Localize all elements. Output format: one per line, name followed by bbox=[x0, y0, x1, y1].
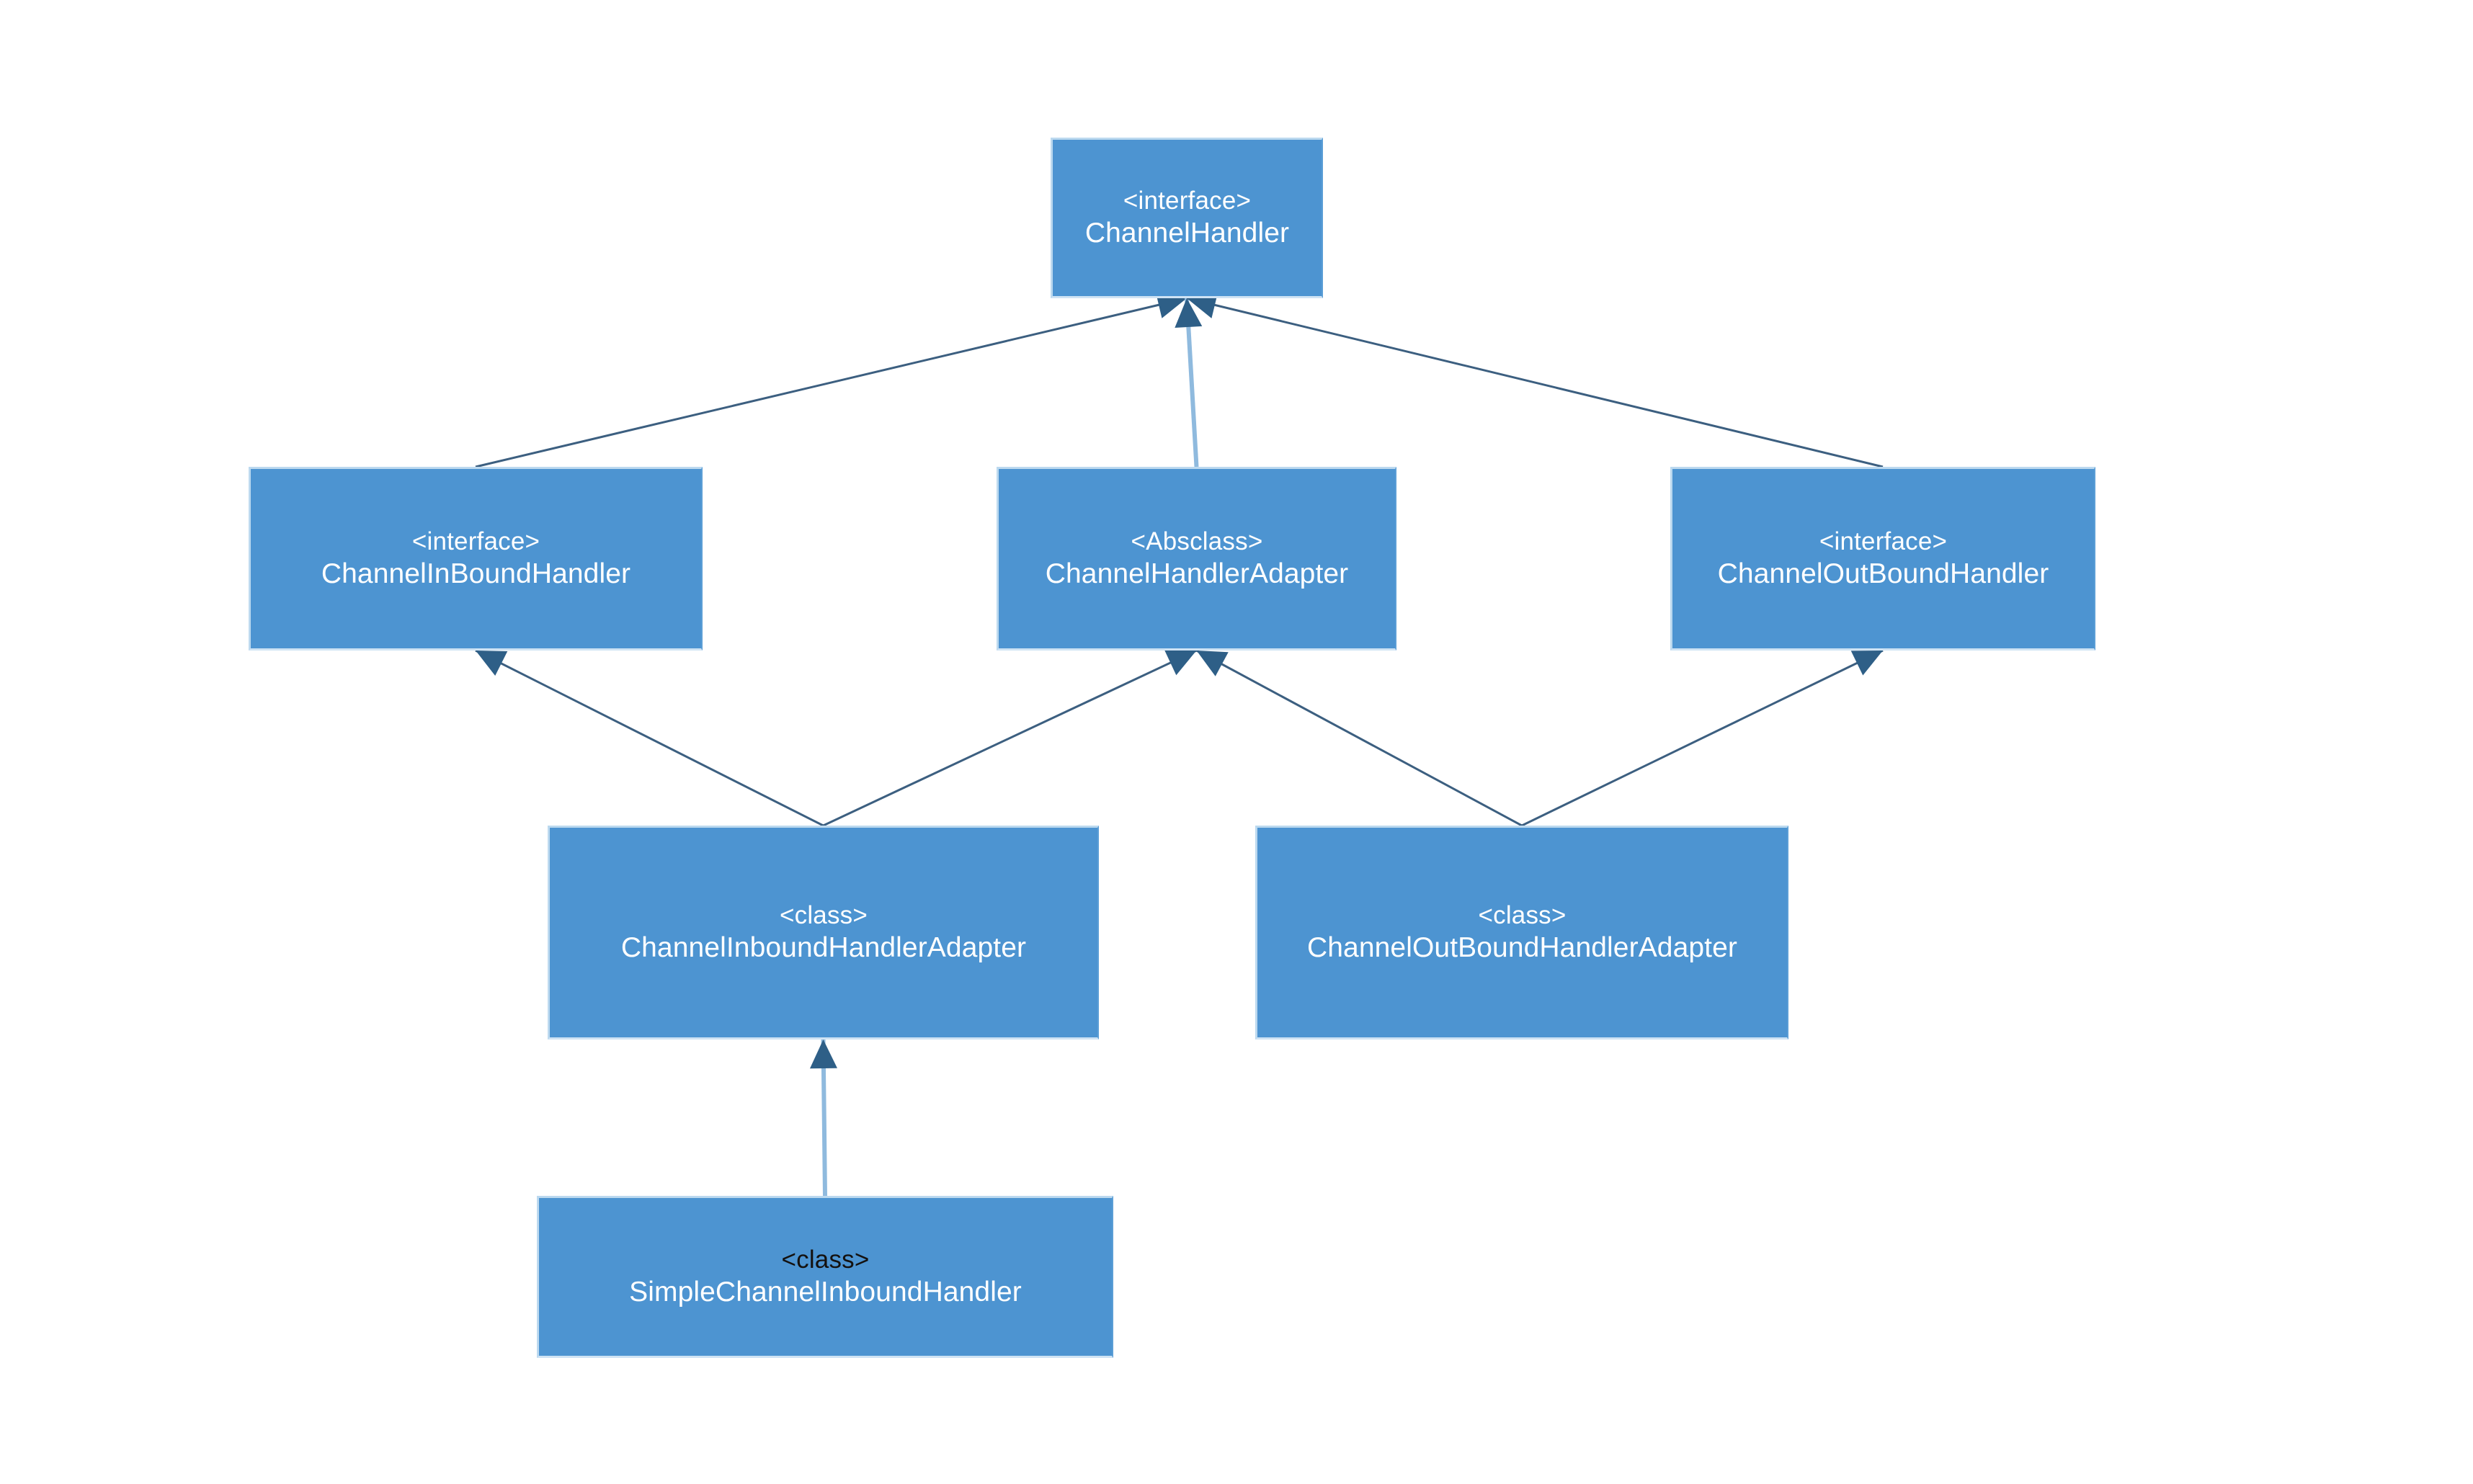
arrowhead-icon bbox=[809, 1040, 837, 1069]
node-name: SimpleChannelInboundHandler bbox=[629, 1277, 1022, 1308]
inheritance-edge-simple-to-inadapter bbox=[809, 1039, 837, 1197]
arrowhead-icon bbox=[1164, 650, 1197, 676]
arrowhead-icon bbox=[1175, 298, 1203, 328]
uml-node-channel-inbound-handler-adapter[interactable]: <class> ChannelInboundHandlerAdapter bbox=[548, 826, 1099, 1040]
uml-node-channel-outbound-handler-adapter[interactable]: <class> ChannelOutBoundHandlerAdapter bbox=[1255, 826, 1788, 1040]
inheritance-edge-inadapter-to-adapter bbox=[822, 649, 1198, 827]
inheritance-edge-adapter-to-handler bbox=[1175, 298, 1203, 468]
arrowhead-icon bbox=[1196, 651, 1229, 676]
node-stereotype: <class> bbox=[781, 1245, 870, 1274]
node-stereotype: <interface> bbox=[1819, 527, 1948, 555]
uml-node-channel-outbound-handler[interactable]: <interface> ChannelOutBoundHandler bbox=[1670, 467, 2095, 651]
uml-node-channel-handler[interactable]: <interface> ChannelHandler bbox=[1051, 138, 1323, 298]
node-stereotype: <Absclass> bbox=[1131, 527, 1263, 555]
arrowhead-icon bbox=[476, 651, 508, 676]
node-name: ChannelHandler bbox=[1084, 218, 1290, 249]
uml-node-channel-handler-adapter[interactable]: <Absclass> ChannelHandlerAdapter bbox=[997, 467, 1396, 651]
inheritance-edge-outbound-to-handler bbox=[1186, 291, 1884, 468]
arrowhead-icon bbox=[1850, 651, 1883, 676]
uml-node-simple-channel-inbound-handler[interactable]: <class> SimpleChannelInboundHandler bbox=[537, 1196, 1113, 1358]
node-stereotype: <interface> bbox=[411, 527, 540, 555]
node-name: ChannelHandlerAdapter bbox=[1045, 558, 1349, 590]
node-stereotype: <class> bbox=[1478, 900, 1567, 929]
inheritance-edge-inbound-to-handler bbox=[475, 291, 1188, 468]
inheritance-edge-inadapter-to-inbound bbox=[475, 649, 824, 827]
inheritance-edge-outadapter-to-outbound bbox=[1521, 649, 1884, 827]
node-name: ChannelOutBoundHandlerAdapter bbox=[1307, 932, 1737, 964]
node-name: ChannelOutBoundHandler bbox=[1717, 558, 2049, 590]
inheritance-edge-outadapter-to-adapter bbox=[1195, 649, 1523, 827]
node-name: ChannelInBoundHandler bbox=[321, 558, 631, 590]
uml-node-channel-inbound-handler[interactable]: <interface> ChannelInBoundHandler bbox=[249, 467, 703, 651]
node-stereotype: <class> bbox=[779, 900, 868, 929]
node-stereotype: <interface> bbox=[1123, 186, 1252, 215]
node-name: ChannelInboundHandlerAdapter bbox=[620, 932, 1027, 964]
